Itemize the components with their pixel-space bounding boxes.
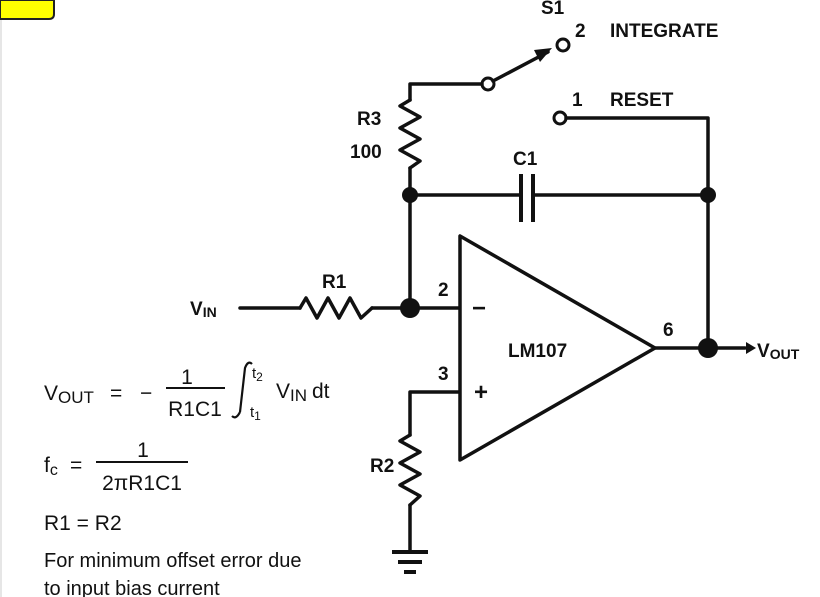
svg-text:=: = <box>70 454 82 477</box>
pin-6-label: 6 <box>663 320 674 341</box>
capacitor-c1 <box>519 174 535 222</box>
opamp-lm107 <box>458 234 657 462</box>
svg-text:IN: IN <box>290 386 307 405</box>
switch-pos2-label: INTEGRATE <box>610 21 718 42</box>
svg-text:V: V <box>276 380 290 403</box>
svg-text:fc: fc <box>44 454 58 479</box>
svg-text:1: 1 <box>181 366 193 389</box>
note-line-2: to input bias current <box>44 578 220 597</box>
r3-value: 100 <box>350 142 382 163</box>
r2-label: R2 <box>370 456 394 477</box>
vout-arrow-icon <box>746 342 756 354</box>
switch-pos2-num: 2 <box>575 21 586 42</box>
svg-text:R1C1: R1C1 <box>168 398 222 421</box>
opamp-noninv-sign: + <box>474 379 488 406</box>
svg-text:2πR1C1: 2πR1C1 <box>102 472 182 495</box>
c1-label: C1 <box>513 149 538 170</box>
svg-text:dt: dt <box>312 380 330 403</box>
pin-2-label: 2 <box>438 280 449 301</box>
r-equal-text: R1 = R2 <box>44 512 122 535</box>
ground-icon <box>392 550 428 574</box>
svg-text:1: 1 <box>137 439 149 462</box>
switch-pos1-label: RESET <box>610 90 674 111</box>
resistor-r2 <box>398 433 422 507</box>
fc-equation: fc = 1 2πR1C1 <box>44 439 188 495</box>
svg-text:t2: t2 <box>252 365 263 384</box>
wires <box>238 82 747 552</box>
svg-text:VOUT: VOUT <box>44 382 94 407</box>
opamp-inv-sign: − <box>472 295 486 322</box>
resistor-r1 <box>298 296 374 320</box>
r1-label: R1 <box>322 272 347 293</box>
switch-s1 <box>480 37 571 126</box>
vout-label: VOUT <box>757 341 800 362</box>
opamp-label: LM107 <box>508 341 567 362</box>
switch-label: S1 <box>541 0 565 19</box>
svg-text:−: − <box>140 382 152 405</box>
note-line-1: For minimum offset error due <box>44 550 302 572</box>
svg-text:=: = <box>110 382 122 405</box>
junction-dots <box>400 187 718 358</box>
vout-equation: VOUT = − 1 R1C1 t2 t1 V IN dt <box>44 361 330 423</box>
corner-tab <box>0 0 55 20</box>
pin-3-label: 3 <box>438 364 449 385</box>
vin-label: VIN <box>190 299 217 320</box>
resistor-r3 <box>398 98 422 170</box>
svg-text:t1: t1 <box>250 404 261 423</box>
switch-pos1-num: 1 <box>572 90 583 111</box>
r3-label: R3 <box>357 109 381 130</box>
